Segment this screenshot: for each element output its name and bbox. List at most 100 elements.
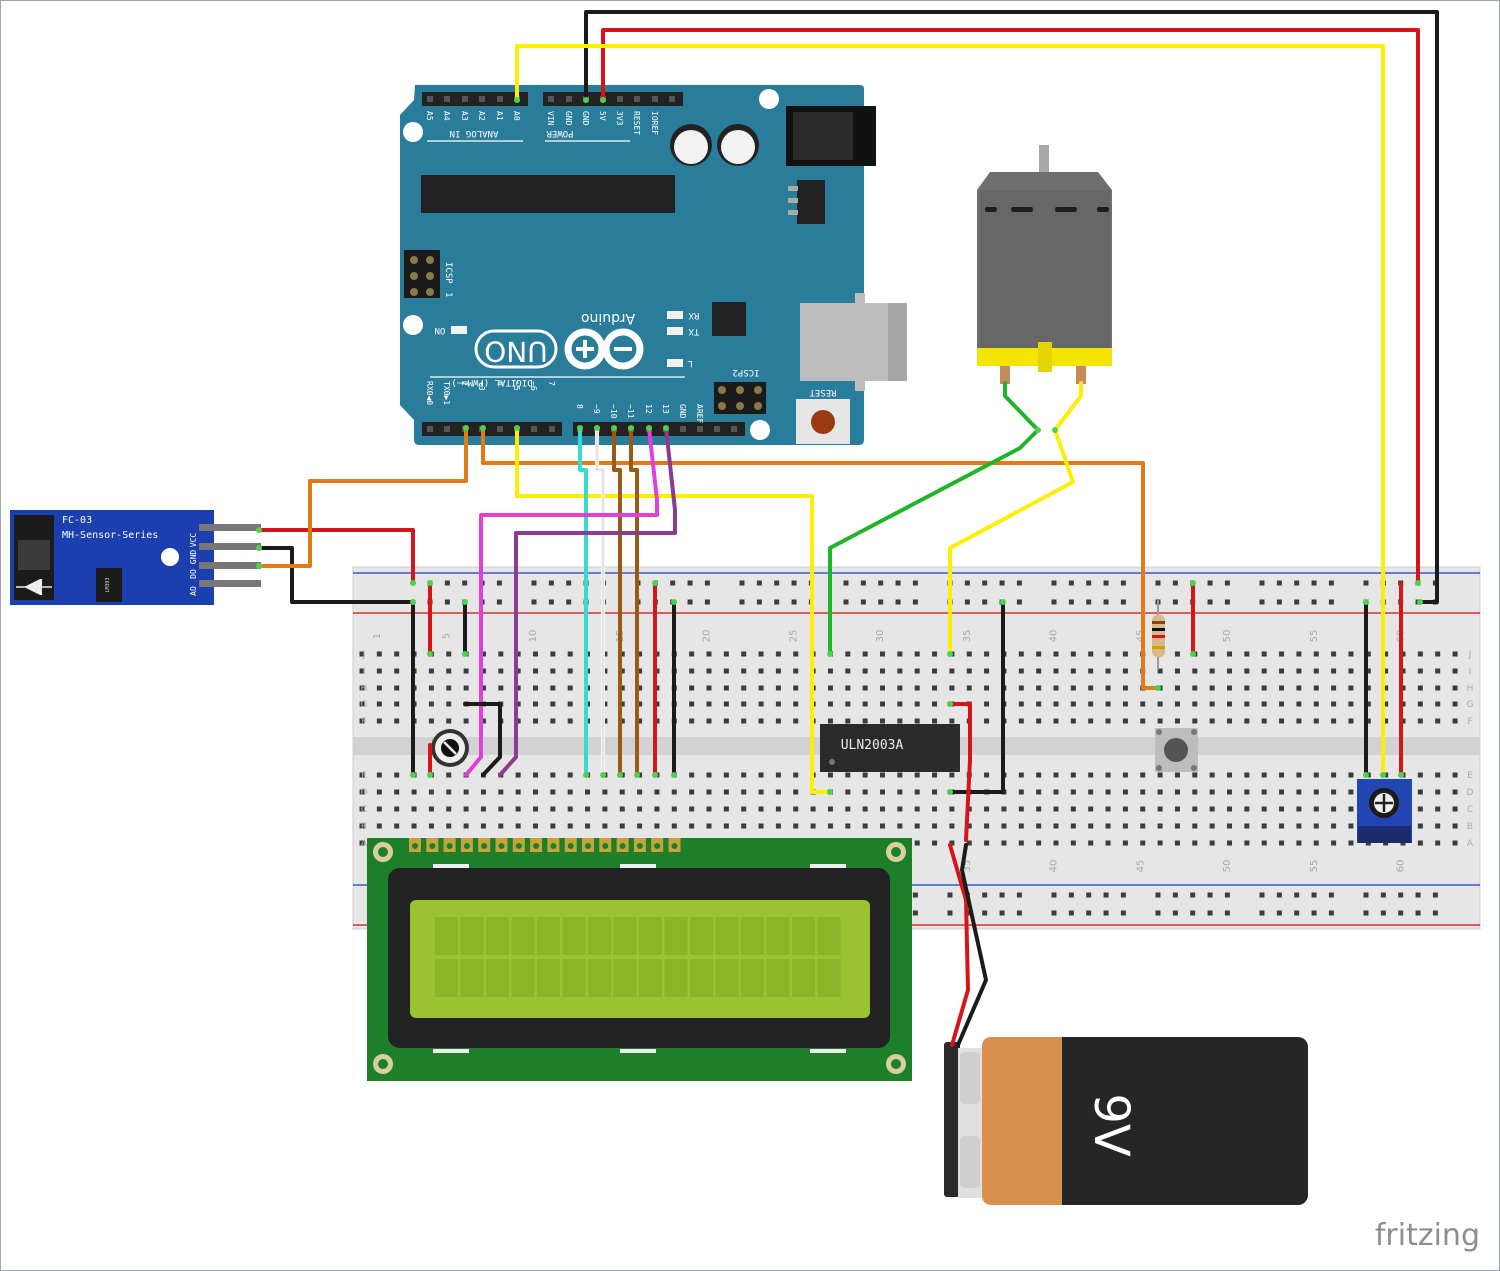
breadboard-hole [1279,772,1285,778]
rail-hole [1207,910,1213,916]
breadboard-hole [550,772,556,778]
breadboard-hole [1122,840,1128,846]
connection-dot [577,425,583,431]
wire-white-outline [596,427,604,776]
rail-hole [1328,580,1334,586]
breadboard-hole [1122,685,1128,691]
pin-label: 13 [661,404,670,414]
rail-hole [566,580,572,586]
rail-hole [1363,580,1369,586]
breadboard-hole [932,668,938,674]
breadboard-hole [1209,668,1215,674]
breadboard-hole [585,789,591,795]
breadboard-hole [480,685,486,691]
row-letter: B [1467,822,1473,832]
lcd-char-cell [792,959,815,997]
breadboard-hole [1348,840,1354,846]
breadboard-hole [1174,840,1180,846]
breadboard-hole [394,668,400,674]
breadboard-hole [1296,806,1302,812]
connection-dot [628,425,634,431]
breadboard-hole [1209,685,1215,691]
breadboard-hole [1452,718,1458,724]
breadboard-hole [1053,806,1059,812]
rail-hole [1051,892,1057,898]
breadboard-hole [515,806,521,812]
breadboard-hole [1313,840,1319,846]
breadboard-hole [1348,651,1354,657]
breadboard-hole [706,806,712,812]
breadboard-hole [966,651,972,657]
icsp-pin [410,288,418,296]
rail-hole [548,599,554,605]
resistor [1152,600,1165,670]
wire-black-battery [956,843,988,1047]
breadboard-hole [1365,701,1371,707]
breadboard-hole [1053,651,1059,657]
breadboard-hole [1209,651,1215,657]
breadboard-hole [1313,685,1319,691]
icsp-label: ICSP [443,262,453,284]
breadboard-hole [827,823,833,829]
breadboard-hole [550,651,556,657]
breadboard-hole [463,823,469,829]
pin-label: IOREF [650,111,659,135]
rail-hole [791,599,797,605]
row-letter: B [361,822,367,832]
breadboard-hole [480,718,486,724]
breadboard-hole [689,806,695,812]
connection-dot [663,425,669,431]
rail-hole [1398,892,1404,898]
breadboard-hole [1140,840,1146,846]
breadboard-hole [446,651,452,657]
breadboard-hole [359,840,365,846]
breadboard-hole [446,789,452,795]
breadboard-hole [1383,685,1389,691]
connection-dot [617,772,623,778]
column-number: 40 [1049,860,1060,873]
connection-dot [671,599,677,605]
breadboard-hole [862,806,868,812]
connection-dot [671,772,677,778]
wire-purple-lcd [498,426,677,777]
breadboard-hole [689,668,695,674]
icsp2-pin [754,402,762,410]
breadboard-hole [932,806,938,812]
rail-hole [1068,892,1074,898]
header-pin [634,96,640,102]
breadboard-hole [897,718,903,724]
breadboard-hole [984,840,990,846]
pin-label: A4 [442,111,451,121]
pin-label: RX0◀0 [425,381,434,405]
rail-hole [1224,599,1230,605]
breadboard-hole [1174,701,1180,707]
rail-hole [947,892,953,898]
rail-hole [982,910,988,916]
breadboard-hole [1053,718,1059,724]
breadboard-hole [428,806,434,812]
breadboard-hole [706,718,712,724]
breadboard-hole [637,823,643,829]
rail-hole [1380,910,1386,916]
breadboard-hole [1365,718,1371,724]
breadboard-hole [1018,772,1024,778]
breadboard-hole [880,668,885,674]
breadboard-hole [793,806,799,812]
breadboard-hole [862,685,868,691]
breadboard-hole [793,823,799,829]
breadboard-hole [897,823,903,829]
rail-hole [1294,910,1300,916]
rail-hole [1380,892,1386,898]
connection-dot [1363,599,1369,605]
header-pin [731,426,737,432]
column-number: 1 [372,633,383,639]
breadboard-hole [949,806,955,812]
analog-header-label: ANALOG IN [450,128,499,138]
breadboard-hole [1192,701,1198,707]
rail-hole [1103,892,1109,898]
uno-logo: UNO [484,335,547,368]
breadboard-hole [550,806,556,812]
breadboard-hole [1088,701,1094,707]
breadboard-hole [1244,685,1250,691]
rail-hole [1207,580,1213,586]
